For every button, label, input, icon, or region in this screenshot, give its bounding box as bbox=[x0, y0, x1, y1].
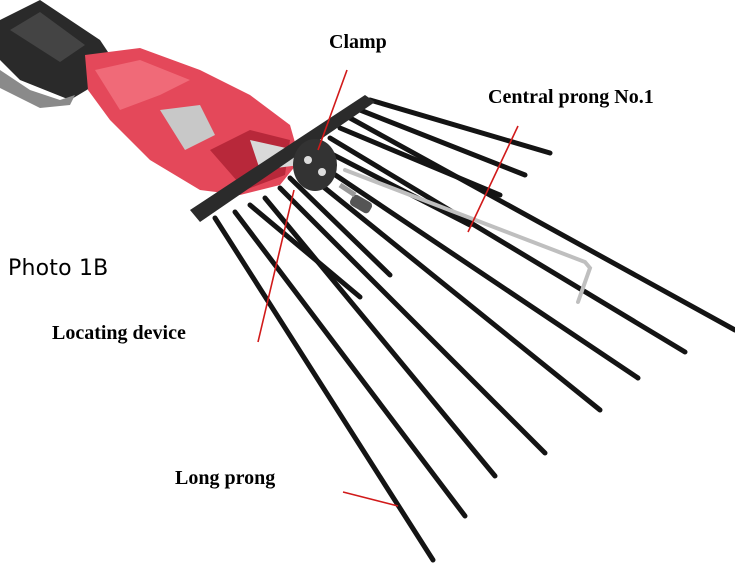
label-locating-device: Locating device bbox=[52, 322, 186, 345]
prong bbox=[300, 168, 600, 410]
prong bbox=[340, 128, 500, 195]
clamp-block bbox=[293, 139, 337, 191]
prong bbox=[265, 198, 495, 476]
leader-lines bbox=[258, 70, 518, 506]
label-long-prong: Long prong bbox=[175, 467, 275, 490]
label-clamp: Clamp bbox=[329, 31, 387, 54]
label-central-prong: Central prong No.1 bbox=[488, 86, 654, 109]
label-photo: Photo 1B bbox=[8, 256, 108, 281]
prong-set bbox=[215, 100, 735, 560]
central-prong-leader bbox=[468, 126, 518, 232]
